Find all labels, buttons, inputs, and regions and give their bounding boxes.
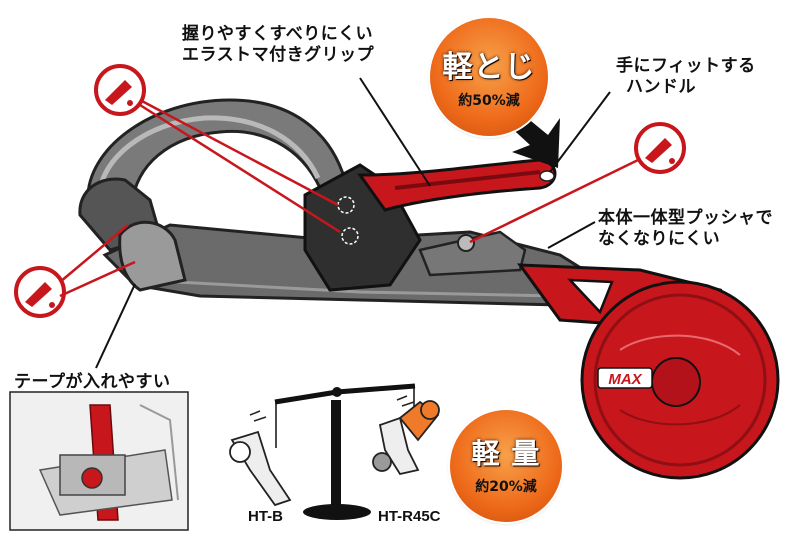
model-right-label: HT-R45C <box>378 508 441 525</box>
grip-label-line1: 握りやすくすべりにくい <box>182 24 373 44</box>
light-weight-badge: 軽 量 約20%減 <box>450 410 562 522</box>
pusher-label-line1: 本体一体型プッシャで <box>598 208 773 228</box>
balance-scale <box>229 383 440 520</box>
light-weight-title: 軽 量 <box>471 437 541 470</box>
tape-label: テープが入れやすい <box>14 372 170 393</box>
red-handle <box>357 158 557 212</box>
oil-drop-icon-top <box>94 64 146 116</box>
light-weight-sub: 約20%減 <box>475 479 537 495</box>
oil-drop-icon-right <box>634 122 686 174</box>
oil-drop-icon-bottom <box>14 266 66 318</box>
tape-label-line1: テープが入れやすい <box>14 372 171 392</box>
handle-label-line2: ハンドル <box>626 77 696 97</box>
model-left-label: HT-B <box>248 508 283 525</box>
light-binding-title: 軽とじ <box>442 50 536 85</box>
light-binding-badge: 軽とじ 約50%減 <box>430 18 548 136</box>
lower-jaw <box>118 220 187 292</box>
pusher-label-line2: なくなりにくい <box>598 229 721 249</box>
handle-label-line1: 手にフィットする <box>616 56 756 76</box>
grip-label: 握りやすくすべりにくい エラストマ付きグリップ <box>182 24 374 66</box>
tape-inset <box>9 391 189 531</box>
brand-text: MAX <box>608 371 642 388</box>
handle-label: 手にフィットする ハンドル <box>616 56 756 98</box>
pusher-label: 本体一体型プッシャで なくなりにくい <box>598 208 773 250</box>
grip-label-line2: エラストマ付きグリップ <box>182 45 375 65</box>
brand-plate <box>597 367 653 389</box>
light-binding-sub: 約50%減 <box>458 93 520 109</box>
